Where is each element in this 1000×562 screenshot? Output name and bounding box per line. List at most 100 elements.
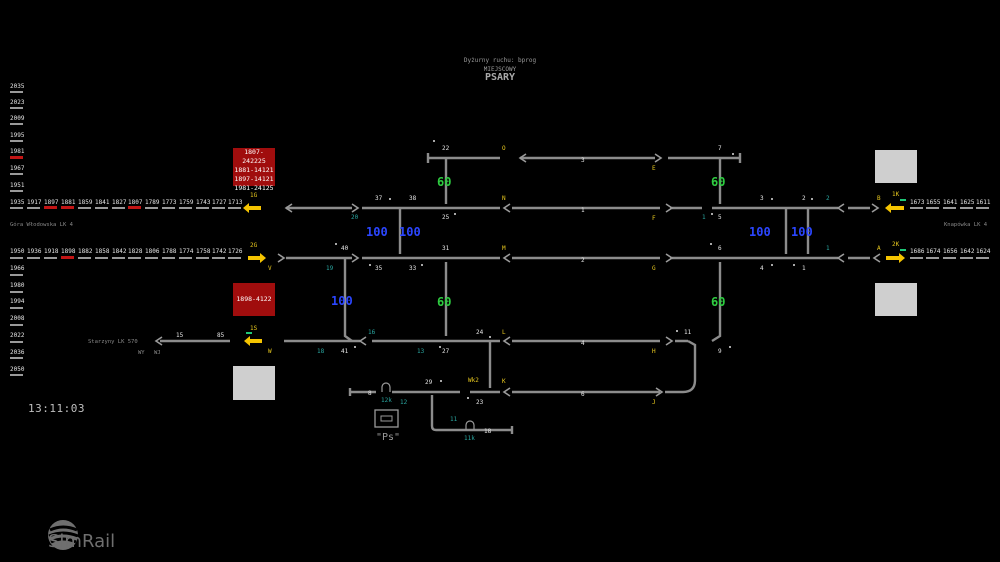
block-section[interactable] (10, 107, 23, 109)
block-label: 1686 (910, 248, 925, 255)
track-number: 6 (581, 391, 585, 398)
speed-limits: 100 100 100 100 100 60 60 60 60 (331, 175, 813, 309)
switch-number: 4 (760, 265, 764, 272)
signal-label: H (652, 348, 656, 355)
block-label: 1673 (910, 199, 925, 206)
block-label: 1624 (976, 248, 991, 255)
left-approach-track1: 1935 1917 1897 1881 1859 1841 1827 1807 … (10, 199, 243, 228)
block-panel[interactable] (875, 283, 917, 316)
speed-limit-100: 100 (399, 225, 421, 239)
switch-number: 8 (368, 390, 372, 397)
right-approach: 1673 1655 1641 1625 1611 Knapówka LK 4 1… (910, 199, 991, 259)
block-label: 1842 (112, 248, 127, 255)
block-label: 1951 (10, 182, 25, 189)
block-label: 2009 (10, 115, 25, 122)
block-label: 1727 (212, 199, 227, 206)
train-number-box[interactable]: 1898-4122 (233, 283, 275, 316)
branch-code: WJ (154, 350, 161, 356)
block-label: 1936 (27, 248, 42, 255)
train-number: 1881-14121 (234, 166, 274, 174)
block-label: 1726 (228, 248, 243, 255)
station-tracks[interactable] (160, 153, 870, 434)
train-number: 1807-242225 (242, 148, 266, 165)
block-panel[interactable] (875, 150, 917, 183)
speed-limit-60: 60 (711, 295, 725, 309)
track1-right-blocks[interactable] (910, 207, 989, 209)
block-section[interactable] (10, 140, 23, 142)
switch-number: 31 (442, 245, 450, 252)
train-number-stack[interactable]: 1807-242225 1881-14121 1897-14121 1981-2… (233, 148, 275, 192)
signal-1G[interactable] (243, 203, 261, 213)
cyan-labels: 20 19 16 18 13 12 12k 11 11k (317, 214, 475, 442)
track1-left-blocks[interactable] (10, 206, 241, 209)
signal-label: L (502, 329, 506, 336)
station-name: PSARY (484, 72, 516, 83)
signal-1K[interactable] (885, 199, 906, 213)
switch-number: 7 (718, 145, 722, 152)
switch-number: 1 (826, 245, 830, 252)
block-label: 1806 (145, 248, 160, 255)
block-label: 1897 (44, 199, 59, 206)
block-label: 1788 (162, 248, 177, 255)
block-section[interactable] (10, 307, 23, 309)
signal-2K[interactable] (886, 249, 906, 263)
block-section[interactable] (10, 190, 23, 192)
block-label: 1789 (145, 199, 160, 206)
switch-number: 18 (484, 428, 492, 435)
block-section[interactable] (10, 324, 23, 326)
switch-number: 1 (802, 265, 806, 272)
signal-label: M (502, 245, 506, 252)
switch-number: 29 (425, 379, 433, 386)
speed-limit-100: 100 (791, 225, 813, 239)
ps-label: "Ps" (376, 432, 400, 443)
clock: 13:11:03 (28, 402, 85, 415)
switch-number: 85 (217, 332, 225, 339)
left-block-stack: 2035 2023 2009 1995 1981 1967 1951 1966 … (10, 83, 25, 376)
track2-right-blocks[interactable] (910, 257, 989, 259)
signal-2G[interactable] (248, 253, 266, 263)
block-section[interactable] (10, 91, 23, 93)
block-section-occupied[interactable] (10, 156, 23, 159)
block-section[interactable] (10, 341, 23, 343)
speed-limit-60: 60 (437, 175, 451, 189)
brand-name: SimRail (48, 531, 116, 552)
switch-number: 33 (409, 265, 417, 272)
switch-number: 22 (442, 145, 450, 152)
switch-number: 9 (718, 348, 722, 355)
block-label: 1828 (128, 248, 143, 255)
signal-1S[interactable] (244, 332, 262, 346)
track2-left-blocks[interactable] (10, 256, 241, 259)
block-section[interactable] (10, 291, 23, 293)
block-label: 1841 (95, 199, 110, 206)
switch-number: 13 (417, 348, 425, 355)
block-label: 1642 (960, 248, 975, 255)
block-label: 1743 (196, 199, 211, 206)
switch-wk2-label: Wk2 (468, 377, 479, 384)
block-label: 1774 (179, 248, 194, 255)
block-section[interactable] (10, 173, 23, 175)
switch-number: 11 (684, 329, 692, 336)
signal-label: A (877, 245, 881, 252)
signal-label: K (502, 378, 506, 385)
ps-device-icon[interactable] (374, 409, 399, 428)
block-label: 1655 (926, 199, 941, 206)
block-label: 1807 (128, 199, 143, 206)
block-section[interactable] (10, 123, 23, 125)
switch-number: 6 (718, 245, 722, 252)
block-section[interactable] (10, 374, 23, 376)
signal-label: G (652, 265, 656, 272)
signal-label: N (502, 195, 506, 202)
track-number: 1 (581, 207, 585, 214)
track-labels: 1 2 3 4 6 (581, 157, 585, 398)
block-label: 1881 (61, 199, 76, 206)
simrail-logo-icon (48, 520, 79, 550)
block-section[interactable] (10, 357, 23, 359)
switch-number: 40 (341, 245, 349, 252)
block-label: 1859 (78, 199, 93, 206)
shunt-signal-icons[interactable] (381, 382, 475, 430)
block-section[interactable] (10, 274, 23, 276)
block-panel[interactable] (233, 366, 275, 400)
branch-labels: Starzyny LK 570 WY WJ (88, 339, 161, 356)
switch-number: 16 (368, 329, 376, 336)
signal-label: B (877, 195, 881, 202)
